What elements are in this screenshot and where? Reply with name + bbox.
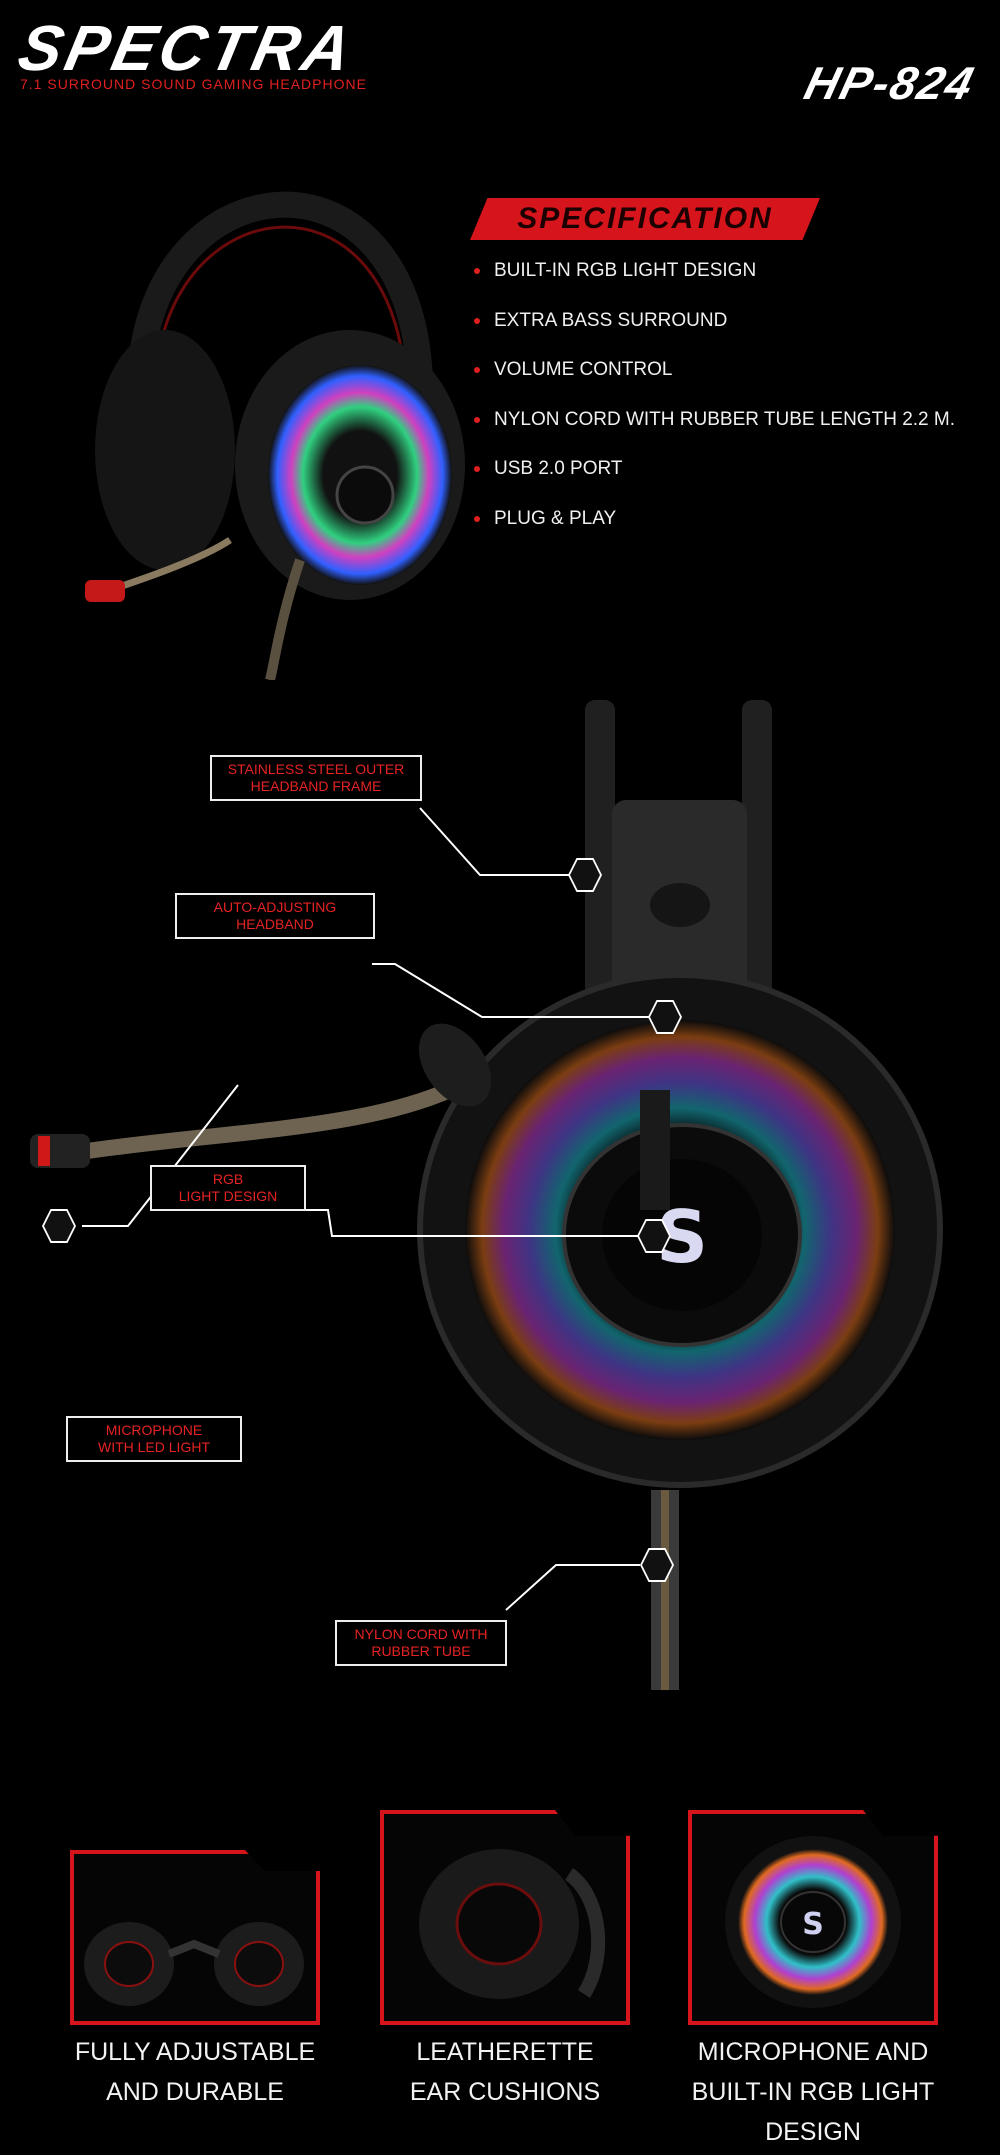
spec-item: NYLON CORD WITH RUBBER TUBE LENGTH 2.2 M… (470, 409, 955, 459)
spec-item: EXTRA BASS SURROUND (470, 310, 955, 360)
bullet-icon (474, 416, 480, 423)
callout-node-cord (640, 1548, 674, 1582)
specification-list: BUILT-IN RGB LIGHT DESIGN EXTRA BASS SUR… (470, 260, 955, 557)
feature-caption-rgb: MICROPHONE AND BUILT-IN RGB LIGHT DESIGN (691, 2038, 935, 2146)
tagline: 7.1 SURROUND SOUND GAMING HEADPHONE (20, 76, 367, 92)
feature-caption-cushions: LEATHERETTE EAR CUSHIONS (409, 2038, 601, 2106)
spec-item: BUILT-IN RGB LIGHT DESIGN (470, 260, 955, 310)
callout-nylon-cord: NYLON CORD WITH RUBBER TUBE (335, 1620, 507, 1666)
svg-text:S: S (802, 1907, 824, 1942)
bullet-icon (474, 317, 480, 324)
model-number: HP-824 (799, 57, 981, 109)
callout-node-frame (568, 858, 602, 892)
bullet-icon (474, 367, 480, 373)
spec-item: USB 2.0 PORT (470, 458, 955, 508)
spec-item: VOLUME CONTROL (470, 359, 955, 409)
bullet-icon (474, 515, 480, 522)
specification-title: SPECIFICATION (517, 202, 773, 235)
callout-auto-headband: AUTO-ADJUSTING HEADBAND (175, 893, 375, 939)
callout-node-headband (648, 1000, 682, 1034)
callout-rgb-light: RGB LIGHT DESIGN (150, 1165, 306, 1211)
bullet-icon (474, 466, 480, 472)
spec-item: PLUG & PLAY (470, 508, 955, 558)
rgb-earcup-image: S (725, 1836, 901, 2008)
callout-headband-frame: STAINLESS STEEL OUTER HEADBAND FRAME (210, 755, 422, 801)
headset-folded-image (84, 1922, 304, 2006)
callout-node-rgb (637, 1219, 671, 1253)
feature-image-adjustable (70, 1850, 320, 2025)
feature-image-cushions (380, 1810, 630, 2025)
feature-caption-adjustable: FULLY ADJUSTABLE AND DURABLE (74, 2038, 316, 2106)
bullet-icon (474, 268, 480, 274)
callout-microphone: MICROPHONE WITH LED LIGHT (66, 1416, 242, 1462)
feature-image-rgb: S (688, 1810, 938, 2025)
brand-logo: SPECTRA (12, 12, 362, 84)
specification-banner: SPECIFICATION (470, 198, 820, 240)
earcup-detail-image: S (30, 700, 943, 1690)
ear-cushion-image (419, 1849, 606, 1999)
headset-product-image (85, 191, 465, 680)
